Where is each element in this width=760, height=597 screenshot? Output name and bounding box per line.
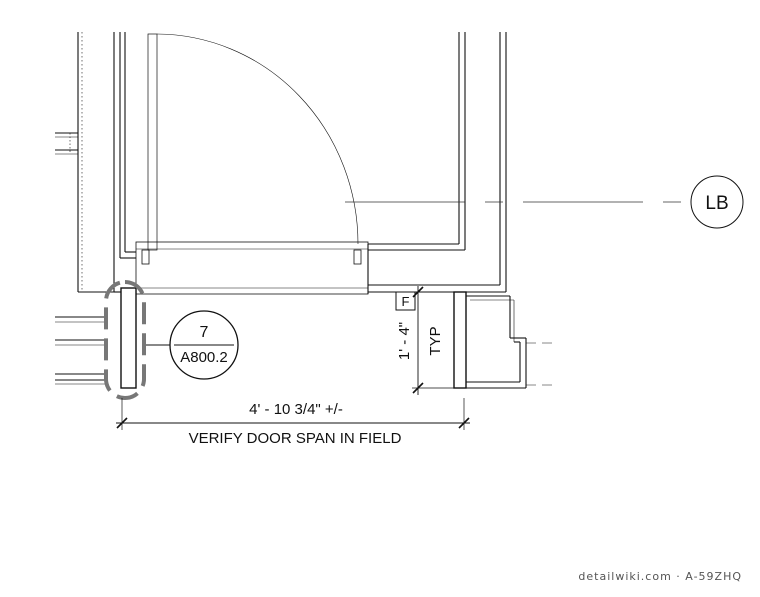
door-leaf bbox=[147, 33, 359, 251]
detail-number: 7 bbox=[200, 324, 209, 341]
detail-cloud bbox=[104, 280, 146, 400]
horizontal-dimension-label: 4' - 10 3/4" +/- bbox=[249, 401, 343, 418]
vertical-dimension-note: TYP bbox=[427, 326, 444, 355]
grid-line-lb: LB bbox=[345, 175, 744, 229]
left-wall bbox=[55, 32, 136, 292]
horizontal-dimension-note: VERIFY DOOR SPAN IN FIELD bbox=[189, 430, 402, 447]
grid-bubble-label: LB bbox=[705, 193, 728, 214]
lower-left-wall bbox=[55, 287, 137, 389]
vertical-dimension-label: 1' - 4" bbox=[396, 322, 413, 360]
grid-bubble bbox=[690, 175, 744, 229]
right-wall bbox=[367, 32, 507, 389]
watermark: detailwiki.com · A-59ZHQ bbox=[578, 570, 742, 583]
horizontal-dimension bbox=[116, 398, 470, 430]
detail-callout: 7 A800.2 bbox=[104, 280, 239, 400]
lower-right-room bbox=[466, 295, 552, 389]
finish-tag: F bbox=[395, 291, 416, 311]
door-frame bbox=[135, 241, 369, 295]
detail-sheet: A800.2 bbox=[180, 349, 228, 366]
vertical-dimension bbox=[412, 286, 458, 395]
finish-tag-label: F bbox=[402, 294, 410, 309]
